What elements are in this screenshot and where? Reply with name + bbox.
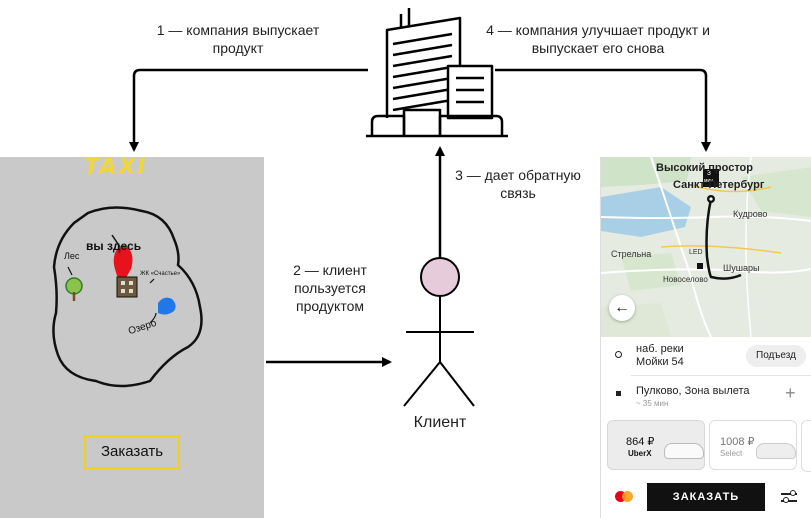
step2-caption: 2 — клиент пользуется продуктом xyxy=(293,262,367,314)
tariff-card-uberx[interactable]: 864 ₽ UberX xyxy=(607,420,705,470)
car-icon xyxy=(756,443,796,459)
tariff-card-next[interactable] xyxy=(801,420,811,472)
map-label-city: Санкт-Петербург xyxy=(673,179,765,191)
client-figure xyxy=(403,257,475,407)
eta-badge xyxy=(703,169,719,187)
pickup-line1: наб. реки xyxy=(636,343,684,355)
eta-unit: мин xyxy=(704,178,713,184)
pickup-line2: Мойки 54 xyxy=(636,356,684,368)
step3-caption: 3 — дает обратную связь xyxy=(455,167,581,201)
map-label-shushary: Шушары xyxy=(723,263,760,273)
route-line xyxy=(705,198,742,280)
hand-drawn-map xyxy=(52,206,203,388)
divider xyxy=(631,375,811,376)
city-map[interactable]: 3 мин Высокий простор Санкт-Петербург Ку… xyxy=(601,157,811,337)
complex-building-icon xyxy=(116,276,138,298)
tariff-price: 1008 ₽ xyxy=(720,436,755,448)
new-taxi-app: 3 мин Высокий простор Санкт-Петербург Ку… xyxy=(600,157,811,518)
old-taxi-app: TAXI вы здесь Лес ЖК «Счастье» Озеро Зак… xyxy=(0,155,264,518)
tariff-name: Select xyxy=(720,449,743,458)
destination-eta: ~ 35 мин xyxy=(636,399,669,408)
complex-label: ЖК «Счастье» xyxy=(140,271,181,277)
add-stop-button[interactable]: + xyxy=(785,383,796,403)
payment-card-icon[interactable] xyxy=(615,491,633,503)
pickup-point-icon xyxy=(615,351,622,358)
step1-caption: 1 — компания выпускает продукт xyxy=(156,22,320,56)
arrow-rerelease xyxy=(495,68,711,152)
lake-icon xyxy=(158,297,176,315)
map-label-kudrovo: Кудрово xyxy=(733,209,768,219)
tree-icon xyxy=(65,277,83,295)
back-button[interactable]: ← xyxy=(609,295,635,321)
tariff-card-select[interactable]: 1008 ₽ Select xyxy=(709,420,797,470)
building-icon xyxy=(366,8,508,138)
forest-label: Лес xyxy=(64,251,80,261)
old-order-button[interactable]: Заказать xyxy=(84,435,180,469)
map-label-strelna: Стрельна xyxy=(611,249,652,259)
old-app-title: TAXI xyxy=(84,155,148,180)
arrow-release xyxy=(129,68,368,152)
step4-caption: 4 — компания улучшает продукт и выпускае… xyxy=(486,22,710,56)
order-button[interactable]: ЗАКАЗАТЬ xyxy=(647,483,765,511)
map-label-novoselovo: Новоселово xyxy=(663,275,708,284)
destination-point-icon xyxy=(616,391,621,396)
map-graphics xyxy=(601,157,811,337)
eta-value: 3 xyxy=(707,170,711,177)
sliders-icon[interactable] xyxy=(781,490,797,504)
you-are-here-label: вы здесь xyxy=(86,239,142,253)
map-label-led: LED xyxy=(689,249,703,256)
tariff-name: UberX xyxy=(628,449,652,458)
client-label: Клиент xyxy=(413,414,467,431)
tariff-price: 864 ₽ xyxy=(626,436,655,448)
destination-name: Пулково, Зона вылета xyxy=(636,385,750,397)
map-label-area: Высокий простор xyxy=(656,162,753,174)
entrance-button[interactable]: Подъезд xyxy=(746,345,806,367)
car-icon xyxy=(664,443,704,459)
